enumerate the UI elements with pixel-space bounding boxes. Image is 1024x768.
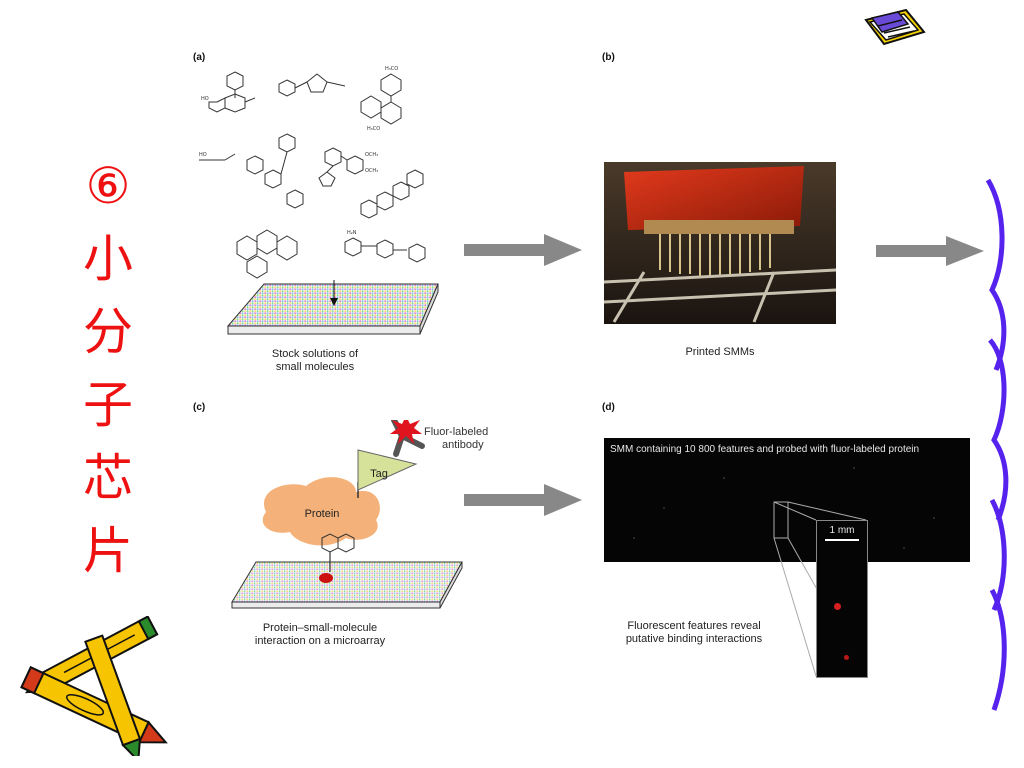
- panel-a-caption-line2: small molecules: [275, 361, 355, 373]
- protein-label: Protein: [304, 508, 340, 520]
- panel-a-label: (a): [193, 52, 206, 63]
- notebook-icon: [864, 8, 926, 46]
- panel-c-caption: Protein–small-molecule interaction on a …: [230, 622, 410, 648]
- purple-squiggle-decoration: [985, 178, 1009, 711]
- panel-c-caption-line1: Protein–small-molecule: [262, 622, 378, 634]
- fluor-label-line2: antibody: [442, 439, 484, 451]
- svg-text:H₃CO: H₃CO: [385, 66, 398, 72]
- arrow-b-right: [876, 236, 984, 266]
- fluor-label-line1: Fluor-labeled: [424, 426, 489, 438]
- smm-fluorescence-image: SMM containing 10 800 features and probe…: [604, 438, 970, 562]
- panel-c-illustration: [231, 420, 463, 609]
- svg-text:OCH₃: OCH₃: [365, 168, 378, 174]
- svg-text:HO: HO: [201, 96, 209, 102]
- panel-b-caption: Printed SMMs: [685, 346, 755, 358]
- slide-title: ⑥ 小 分 子 芯 片: [68, 150, 148, 588]
- title-char-2: 小: [83, 230, 133, 288]
- panel-d-caption-line2: putative binding interactions: [625, 633, 763, 645]
- scale-label: 1 mm: [829, 525, 855, 536]
- title-char-5: 芯: [83, 449, 133, 507]
- fluorescent-spot: [834, 603, 841, 610]
- scale-bar: [825, 539, 859, 541]
- title-char-3: 分: [83, 303, 133, 361]
- panel-c-label: (c): [193, 402, 206, 413]
- printed-smm-photo: [604, 162, 836, 324]
- fluor-antibody-label: Fluor-labeled antibody: [424, 426, 514, 452]
- svg-text:H₂N: H₂N: [347, 230, 357, 236]
- panel-c-caption-line2: interaction on a microarray: [254, 635, 386, 647]
- smm-banner: SMM containing 10 800 features and probe…: [610, 444, 920, 455]
- panel-d-label: (d): [602, 402, 615, 413]
- panel-a-caption: Stock solutions of small molecules: [230, 348, 400, 374]
- arrow-c-to-d: [464, 484, 582, 516]
- tag-label: Tag: [370, 468, 388, 480]
- panel-a-caption-line1: Stock solutions of: [271, 348, 359, 360]
- title-char-6: 片: [83, 522, 133, 580]
- crayons-icon: [20, 616, 168, 756]
- svg-text:HO: HO: [199, 152, 207, 158]
- title-char-4: 子: [83, 376, 133, 434]
- panel-d-caption: Fluorescent features reveal putative bin…: [604, 620, 784, 646]
- arrow-a-to-b: [464, 234, 582, 266]
- svg-text:H₃CO: H₃CO: [367, 126, 380, 132]
- zoom-inset: 1 mm: [816, 520, 868, 678]
- panel-a-molecules: HO H₃CO H₃CO HO OCH₃ OCH₃ H₂N: [199, 66, 426, 279]
- zoom-lines: [633, 467, 935, 677]
- title-char-1: ⑥: [85, 157, 131, 215]
- svg-text:OCH₃: OCH₃: [365, 152, 378, 158]
- panel-b-label: (b): [602, 52, 615, 63]
- microplate: [226, 280, 439, 335]
- panel-d-caption-line1: Fluorescent features reveal: [627, 620, 761, 632]
- fluorescent-spot: [844, 655, 849, 660]
